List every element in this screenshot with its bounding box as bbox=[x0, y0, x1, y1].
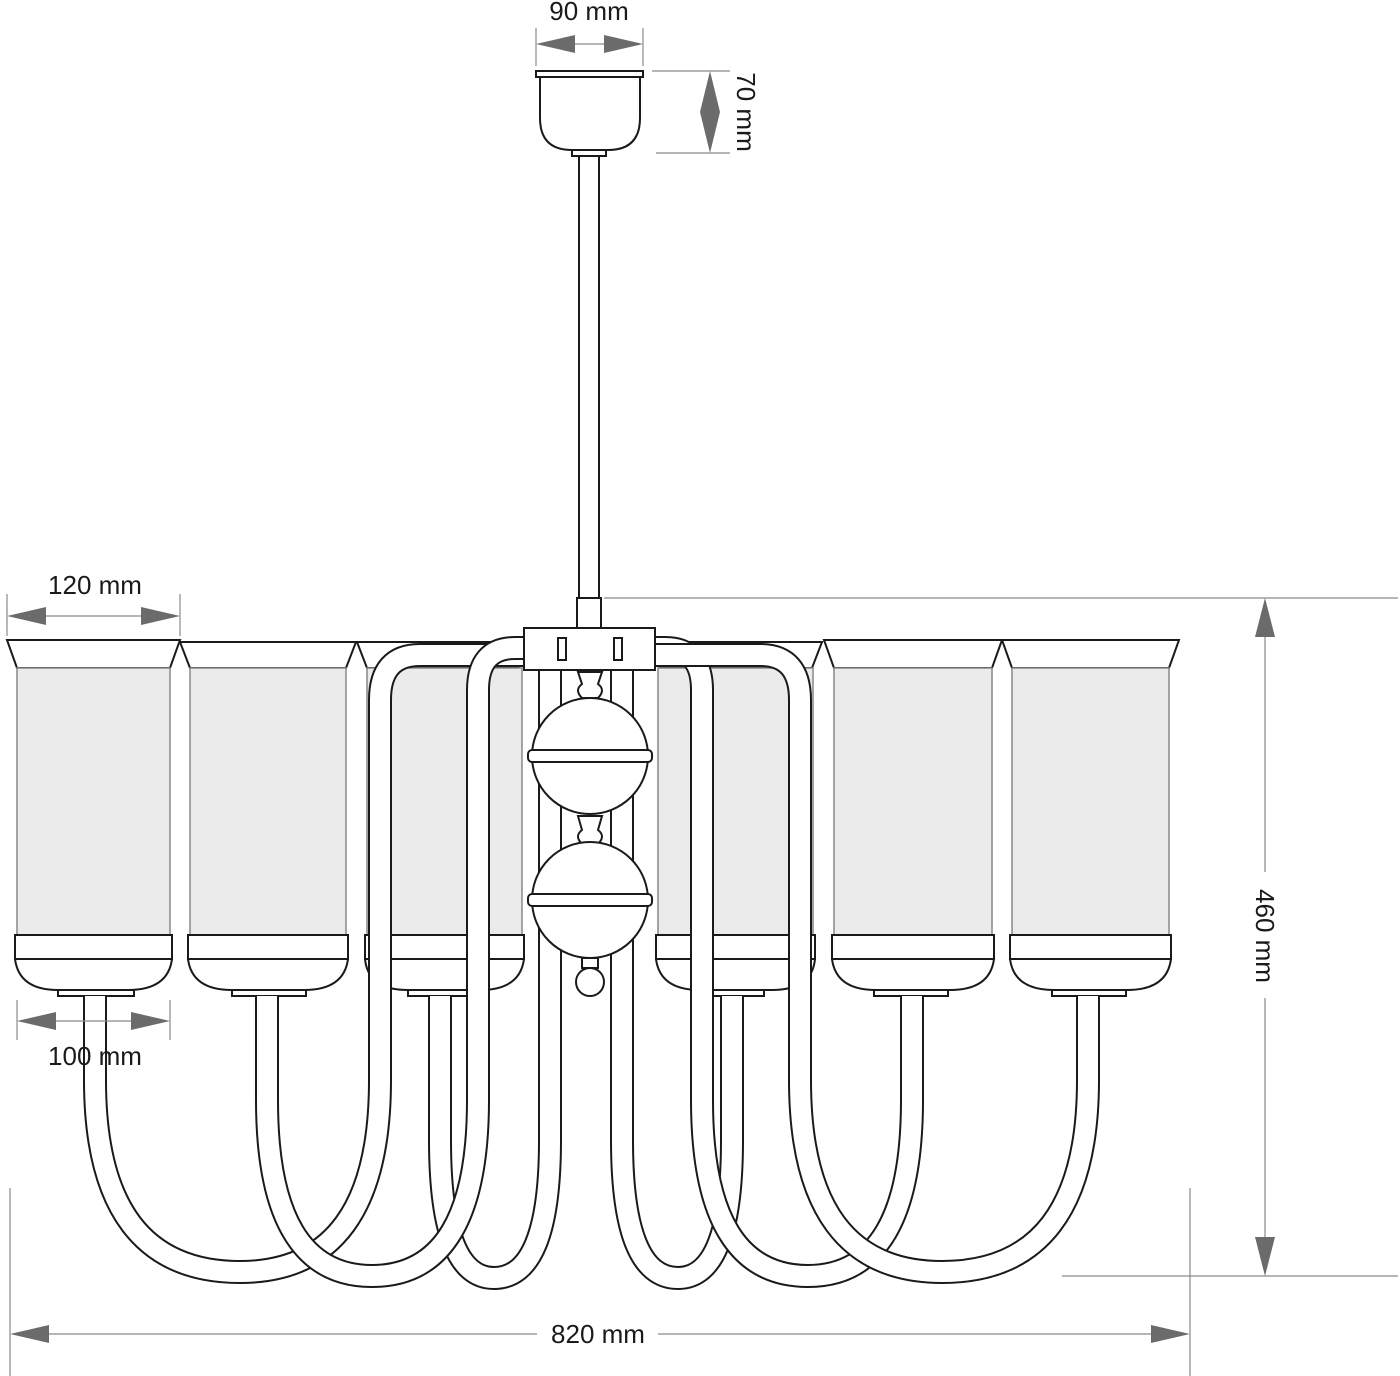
suspension-rod bbox=[576, 155, 602, 629]
arm-back-left bbox=[428, 670, 562, 1291]
center-hub bbox=[523, 627, 656, 997]
arm-inner-right bbox=[620, 636, 924, 1289]
lamp-shade-6 bbox=[1000, 639, 1181, 997]
label-total-width: 820 mm bbox=[551, 1319, 645, 1349]
dim-total-height bbox=[604, 597, 1398, 1277]
ceiling-canopy bbox=[535, 70, 644, 157]
dim-canopy-height bbox=[652, 70, 730, 154]
lamp-shade-5 bbox=[822, 639, 1004, 997]
lamp-shade-1 bbox=[5, 639, 182, 997]
arm-inner-left bbox=[255, 636, 560, 1289]
arm-back-right bbox=[610, 670, 744, 1291]
arm-outer-right bbox=[655, 643, 1100, 1285]
lamp-shade-2 bbox=[178, 641, 358, 997]
label-canopy-width: 90 mm bbox=[549, 0, 628, 26]
label-total-height: 460 mm bbox=[1250, 889, 1280, 983]
dim-total-width bbox=[9, 1188, 1191, 1376]
label-shade-top-width: 120 mm bbox=[48, 570, 142, 600]
label-shade-bottom-width: 100 mm bbox=[48, 1041, 142, 1071]
label-canopy-height: 70 mm bbox=[731, 72, 761, 151]
dim-shade-bottom bbox=[16, 1000, 171, 1040]
dim-canopy-width bbox=[535, 28, 644, 66]
dim-shade-top bbox=[6, 594, 181, 636]
